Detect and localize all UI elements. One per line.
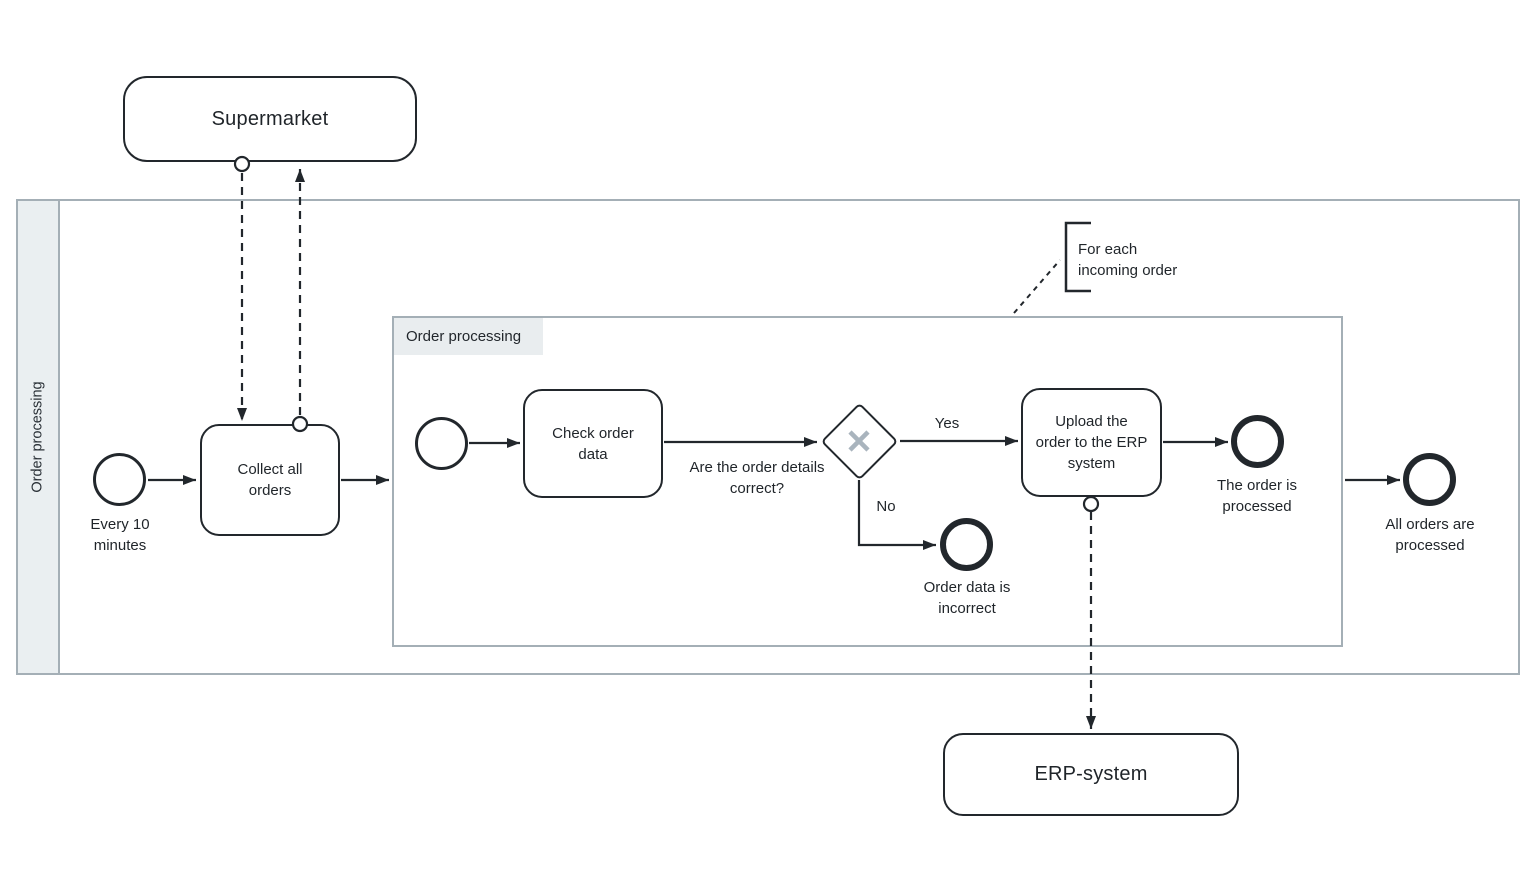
end-event-incorrect-label: Order data is incorrect xyxy=(923,579,1011,617)
task-check-order-data-label: Check order data xyxy=(552,424,634,463)
participant-supermarket[interactable]: Supermarket xyxy=(123,76,417,162)
yes-flow-label: Yes xyxy=(934,415,960,432)
task-upload-order-to-erp-label: Upload the order to the ERP system xyxy=(1036,411,1148,474)
subprocess-title: Order processing xyxy=(394,318,543,355)
upload-label-line3: system xyxy=(1067,455,1116,472)
lane-label: Order processing xyxy=(30,381,46,493)
task-upload-order-to-erp[interactable]: Upload the order to the ERP system xyxy=(1021,388,1162,497)
end-event-order-data-incorrect[interactable] xyxy=(940,518,993,571)
start-event-every-10-minutes[interactable] xyxy=(93,453,146,506)
exclusive-gateway-x-icon xyxy=(848,430,870,452)
participant-erp-system[interactable]: ERP-system xyxy=(943,733,1239,816)
participant-erp-system-label: ERP-system xyxy=(1034,763,1148,785)
text-annotation: For each incoming order xyxy=(1078,241,1178,279)
start-event-label: Every 10 minutes xyxy=(90,516,150,554)
subprocess-order-processing[interactable]: Order processing xyxy=(392,316,1343,647)
participant-supermarket-label: Supermarket xyxy=(211,107,329,130)
lane-header[interactable]: Order processing xyxy=(18,201,60,673)
task-collect-all-orders[interactable]: Collect all orders xyxy=(200,424,340,536)
upload-label-line2: order to the ERP xyxy=(1035,434,1148,451)
end-event-all-orders-processed[interactable] xyxy=(1403,453,1456,506)
subprocess-start-event[interactable] xyxy=(415,417,468,470)
end-event-processed-label: The order is processed xyxy=(1216,477,1298,515)
exclusive-gateway[interactable] xyxy=(820,402,898,480)
pool-order-processing[interactable]: Order processing xyxy=(16,199,1520,675)
no-flow-label: No xyxy=(876,498,896,515)
task-collect-all-orders-label: Collect all orders xyxy=(237,461,303,499)
task-check-order-data[interactable]: Check order data xyxy=(523,389,663,498)
upload-label-line1: Upload the xyxy=(1055,413,1128,430)
end-event-order-processed[interactable] xyxy=(1231,415,1284,468)
end-event-all-processed-label: All orders are processed xyxy=(1385,516,1475,554)
gateway-question-label: Are the order details correct? xyxy=(689,459,825,497)
